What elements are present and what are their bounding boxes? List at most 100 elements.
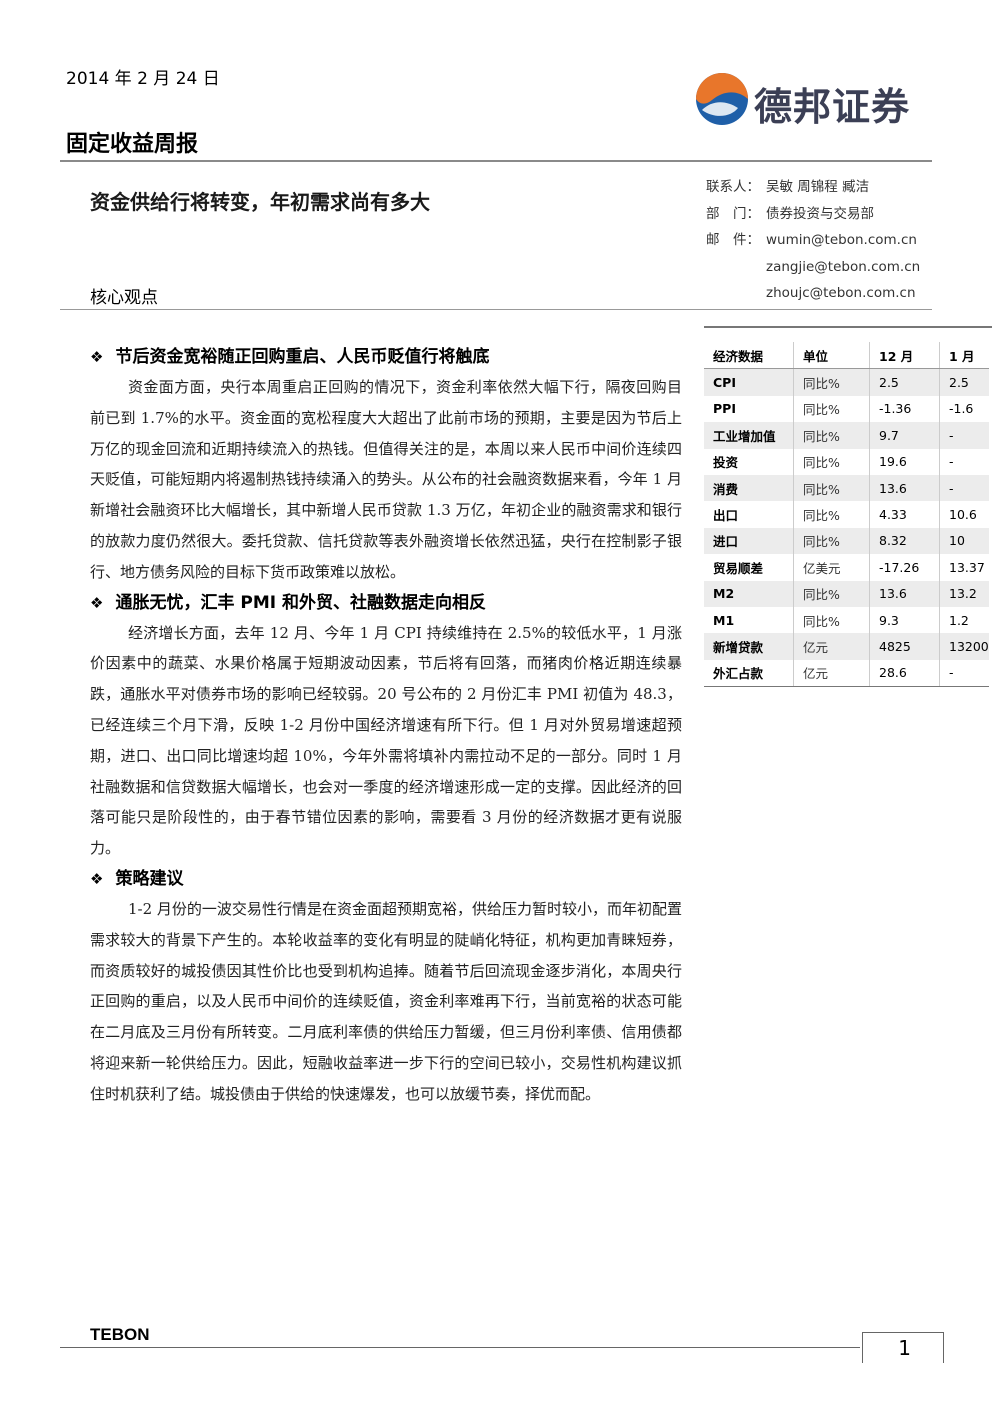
table-row: M2 同比% 13.6 13.2 bbox=[704, 580, 989, 607]
table-cell: 新增贷款 bbox=[704, 633, 794, 660]
header-divider bbox=[60, 160, 932, 162]
table-cell: M1 bbox=[704, 606, 794, 634]
table-row: 新增贷款 亿元 4825 13200 bbox=[704, 633, 989, 660]
table-cell: 同比% bbox=[793, 395, 870, 423]
tebon-logo: 德邦证券 bbox=[694, 70, 934, 129]
footer-brand: TEBON bbox=[90, 1325, 150, 1344]
table-cell: 同比% bbox=[793, 606, 870, 634]
table-header-cell: 12 月 bbox=[869, 342, 940, 370]
table-cell: 投资 bbox=[704, 448, 794, 475]
table-header-cell: 单位 bbox=[793, 342, 870, 370]
table-cell: 4825 bbox=[869, 633, 940, 660]
table-cell: 同比% bbox=[793, 474, 870, 502]
table-cell: 9.3 bbox=[869, 606, 940, 634]
table-cell: -1.36 bbox=[869, 395, 940, 423]
contact-people-label: 联系人： bbox=[706, 179, 760, 195]
table-cell: 消费 bbox=[704, 474, 794, 502]
contact-people: 吴敏 周锦程 臧洁 bbox=[766, 179, 870, 195]
diamond-bullet-icon: ❖ bbox=[90, 869, 104, 888]
section-title: ❖策略建议 bbox=[90, 868, 184, 889]
section-body: 资金面方面，央行本周重启正回购的情况下，资金利率依然大幅下行，隔夜回购目前已到 … bbox=[90, 378, 682, 581]
contact-people-row: 联系人： 吴敏 周锦程 臧洁 bbox=[706, 174, 936, 201]
economic-data-table: 经济数据 单位 12 月 1 月 CPI 同比% 2.5 2.5 PPI 同比%… bbox=[704, 342, 989, 688]
contact-dept-label: 部 门： bbox=[706, 205, 760, 222]
table-cell: 28.6 bbox=[869, 659, 940, 688]
table-row: PPI 同比% -1.36 -1.6 bbox=[704, 395, 989, 423]
report-type: 固定收益周报 bbox=[66, 132, 199, 157]
table-row: M1 同比% 9.3 1.2 bbox=[704, 606, 989, 634]
table-cell: 亿元 bbox=[793, 659, 870, 688]
table-cell: 贸易顺差 bbox=[704, 554, 794, 581]
table-cell: 13200 bbox=[939, 633, 989, 660]
table-cell: 同比% bbox=[793, 527, 870, 555]
table-row: 消费 同比% 13.6 - bbox=[704, 474, 989, 502]
main-content: ❖节后资金宽裕随正回购重启、人民币贬值行将触底 资金面方面，央行本周重启正回购的… bbox=[90, 342, 682, 1110]
report-headline: 资金供给行将转变，年初需求尚有多大 bbox=[90, 190, 430, 214]
page-number: 1 bbox=[898, 1336, 911, 1360]
table-cell: 进口 bbox=[704, 527, 794, 555]
table-header-cell: 1 月 bbox=[939, 342, 989, 370]
contact-email[interactable]: wumin@tebon.com.cn bbox=[766, 232, 917, 248]
table-cell: 同比% bbox=[793, 422, 870, 449]
table-cell: 工业增加值 bbox=[704, 422, 794, 449]
section-title: ❖节后资金宽裕随正回购重启、人民币贬值行将触底 bbox=[90, 347, 490, 367]
table-cell: 19.6 bbox=[869, 448, 940, 475]
table-cell: 4.33 bbox=[869, 501, 940, 528]
contact-email-label: 邮 件： bbox=[706, 232, 760, 248]
contact-email-row: 邮 件： wumin@tebon.com.cn bbox=[706, 227, 936, 254]
report-date: 2014 年 2 月 24 日 bbox=[66, 69, 220, 89]
contact-email[interactable]: zhoujc@tebon.com.cn bbox=[766, 285, 916, 301]
table-header-row: 经济数据 单位 12 月 1 月 bbox=[704, 342, 989, 370]
table-row: CPI 同比% 2.5 2.5 bbox=[704, 368, 989, 396]
logo-wordmark: 德邦证券 bbox=[754, 85, 911, 129]
section-body: 经济增长方面，去年 12 月、今年 1 月 CPI 持续维持在 2.5%的较低水… bbox=[90, 623, 682, 858]
table-cell: 外汇占款 bbox=[704, 659, 794, 688]
table-cell: 同比% bbox=[793, 580, 870, 607]
table-cell: 2.5 bbox=[939, 368, 989, 396]
table-cell: - bbox=[939, 422, 989, 449]
diamond-bullet-icon: ❖ bbox=[90, 348, 104, 366]
table-cell: 13.2 bbox=[939, 580, 989, 607]
core-divider bbox=[60, 309, 932, 310]
table-cell: 同比% bbox=[793, 501, 870, 528]
footer-divider bbox=[60, 1347, 860, 1348]
table-cell: M2 bbox=[704, 580, 794, 607]
table-cell: 10.6 bbox=[949, 507, 977, 523]
logo-emblem-icon bbox=[696, 73, 748, 125]
table-row: 贸易顺差 亿美元 -17.26 13.37 bbox=[704, 554, 989, 581]
table-cell: 13.6 bbox=[869, 474, 940, 502]
table-cell: 亿元 bbox=[793, 633, 870, 660]
table-cell: - bbox=[939, 474, 989, 502]
table-cell: CPI bbox=[704, 368, 794, 396]
diamond-bullet-icon: ❖ bbox=[90, 593, 104, 612]
contact-dept-row: 部 门： 债券投资与交易部 bbox=[706, 201, 936, 228]
table-row: 投资 同比% 19.6 - bbox=[704, 448, 989, 475]
contact-email-row: zhoujc@tebon.com.cn bbox=[706, 280, 936, 307]
contact-dept: 债券投资与交易部 bbox=[766, 205, 874, 222]
table-row: 出口 同比% 4.33 10.6 bbox=[704, 501, 989, 528]
table-row: 进口 同比% 8.32 10 bbox=[704, 527, 989, 555]
table-cell: 2.5 bbox=[869, 368, 940, 396]
table-cell: -17.26 bbox=[869, 554, 940, 581]
table-cell: 1.2 bbox=[949, 612, 969, 628]
table-cell: - bbox=[949, 454, 954, 470]
table-cell: PPI bbox=[704, 395, 794, 423]
table-header-cell: 经济数据 bbox=[704, 342, 794, 370]
table-cell: 同比% bbox=[793, 368, 870, 396]
core-views-label: 核心观点 bbox=[90, 288, 158, 308]
table-row: 外汇占款 亿元 28.6 - bbox=[704, 659, 989, 688]
contact-email[interactable]: zangjie@tebon.com.cn bbox=[766, 258, 921, 275]
contact-email-row: zangjie@tebon.com.cn bbox=[706, 254, 936, 281]
section-title: ❖通胀无忧，汇丰 PMI 和外贸、社融数据走向相反 bbox=[90, 592, 486, 613]
section-body: 1-2 月份的一波交易性行情是在资金面超预期宽裕，供给压力暂时较小，而年初配置需… bbox=[90, 899, 682, 1103]
table-cell: 出口 bbox=[704, 501, 794, 528]
table-cell: 亿美元 bbox=[793, 554, 870, 581]
sidebar-top-rule bbox=[704, 326, 992, 328]
table-cell: 9.7 bbox=[869, 422, 940, 449]
table-cell: 8.32 bbox=[869, 527, 940, 555]
table-cell: - bbox=[939, 659, 989, 688]
table-cell: 10 bbox=[939, 527, 989, 555]
contact-block: 联系人： 吴敏 周锦程 臧洁 部 门： 债券投资与交易部 邮 件： wumin@teb… bbox=[706, 174, 936, 307]
table-cell: 13.37 bbox=[949, 559, 985, 575]
page-number-box: 1 bbox=[862, 1332, 944, 1363]
